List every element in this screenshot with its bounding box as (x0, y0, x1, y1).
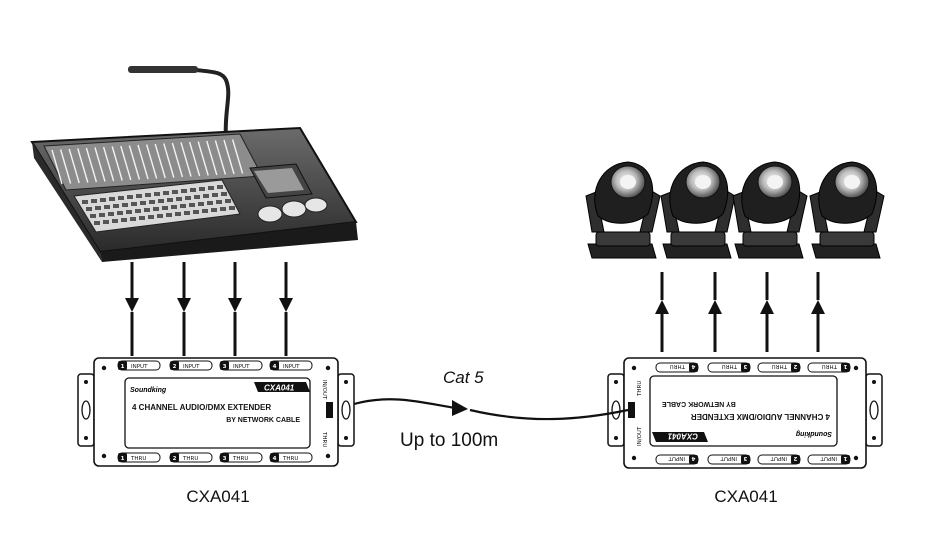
svg-text:2: 2 (793, 363, 797, 369)
moving-head-2 (660, 161, 736, 259)
svg-text:INPUT: INPUT (770, 455, 787, 461)
left-unit-title: 4 CHANNEL AUDIO/DMX EXTENDER (132, 403, 271, 412)
svg-text:INPUT: INPUT (820, 455, 837, 461)
left-unit-ear-left (77, 373, 95, 447)
svg-text:INPUT: INPUT (183, 364, 200, 370)
svg-text:THRU: THRU (232, 456, 248, 462)
left-unit-top-port-2: 2 INPUT (169, 360, 213, 371)
svg-text:2: 2 (793, 455, 797, 461)
left-unit-model: CXA041 (264, 384, 295, 393)
left-unit-bottom-port-4: 4 THRU (269, 452, 313, 463)
right-unit-ear-right (865, 373, 883, 447)
right-unit-top-port-2: 2 THRU (757, 362, 801, 373)
svg-text:INPUT: INPUT (668, 455, 685, 461)
right-unit-side-top-label: THRU (637, 381, 643, 397)
lighting-console-image (30, 66, 358, 262)
svg-text:4: 4 (273, 456, 277, 462)
cable-type-label: Cat 5 (443, 368, 484, 387)
output-arrow-1 (655, 272, 669, 352)
moving-head-fixtures (585, 161, 885, 259)
svg-text:3: 3 (223, 456, 227, 462)
cable-direction-arrow (452, 400, 468, 416)
right-unit-subtitle: BY NETWORK CABLE (662, 400, 736, 407)
svg-text:1: 1 (843, 363, 847, 369)
svg-text:THRU: THRU (130, 456, 146, 462)
left-unit-side-bottom-label: THRU (321, 431, 327, 447)
input-arrow-3 (228, 262, 242, 356)
svg-text:THRU: THRU (670, 363, 686, 369)
svg-text:THRU: THRU (182, 456, 198, 462)
cable-distance-label: Up to 100m (400, 430, 498, 451)
svg-text:INPUT: INPUT (233, 364, 250, 370)
moving-head-4 (809, 161, 885, 259)
left-unit-subtitle: BY NETWORK CABLE (226, 417, 300, 424)
left-unit-ear-right (337, 373, 355, 447)
svg-text:2: 2 (173, 456, 177, 462)
svg-text:3: 3 (743, 455, 747, 461)
left-unit-side-top-label: IN/OUT (321, 380, 327, 400)
left-unit-bottom-port-2: 2 THRU (169, 452, 213, 463)
svg-text:THRU: THRU (772, 363, 788, 369)
right-unit-title: 4 CHANNEL AUDIO/DMX EXTENDER (691, 412, 830, 421)
input-arrow-2 (177, 262, 191, 356)
svg-text:3: 3 (223, 364, 227, 370)
input-arrow-1 (125, 262, 139, 356)
svg-text:INPUT: INPUT (131, 364, 148, 370)
left-unit-top-port-4: 4 INPUT (269, 360, 313, 371)
svg-text:INPUT: INPUT (283, 364, 300, 370)
right-unit-side-bottom-label: IN/OUT (637, 426, 643, 446)
moving-head-1 (585, 161, 661, 259)
right-unit-bottom-port-4: 4 INPUT (655, 454, 699, 465)
svg-text:THRU: THRU (822, 363, 838, 369)
right-unit-bottom-port-1: 1 INPUT (807, 454, 851, 465)
right-unit-brand: Soundking (795, 430, 832, 437)
svg-text:1: 1 (843, 455, 847, 461)
left-unit-top-port-1: 1 INPUT (117, 360, 161, 371)
right-unit-bottom-port-2: 2 INPUT (757, 454, 801, 465)
svg-text:4: 4 (691, 363, 695, 369)
right-unit-ear-left (607, 373, 625, 447)
svg-text:4: 4 (273, 364, 277, 370)
left-unit-bottom-port-3: 3 THRU (219, 452, 263, 463)
left-unit-brand: Soundking (130, 387, 167, 394)
cat5-cable (353, 398, 629, 421)
svg-text:1: 1 (121, 456, 125, 462)
svg-text:THRU: THRU (282, 456, 298, 462)
left-unit-top-port-3: 3 INPUT (219, 360, 263, 371)
svg-text:THRU: THRU (722, 363, 738, 369)
svg-text:2: 2 (173, 364, 177, 370)
right-unit-model: CXA041 (667, 432, 698, 441)
output-arrow-2 (708, 272, 722, 352)
right-unit-top-port-1: 1 THRU (807, 362, 851, 373)
right-unit-network-port: THRU IN/OUT (628, 381, 643, 446)
signal-arrows (125, 262, 825, 356)
svg-text:INPUT: INPUT (720, 455, 737, 461)
left-unit-network-port: IN/OUT THRU (321, 380, 333, 447)
right-unit-top-port-4: 4 THRU (655, 362, 699, 373)
input-arrow-4 (279, 262, 293, 356)
right-unit-bottom-port-3: 3 INPUT (707, 454, 751, 465)
left-unit-bottom-port-1: 1 THRU (117, 452, 161, 463)
left-unit-caption: CXA041 (186, 487, 249, 506)
output-arrow-3 (760, 272, 774, 352)
svg-text:3: 3 (743, 363, 747, 369)
right-unit-caption: CXA041 (714, 487, 777, 506)
svg-text:1: 1 (121, 364, 125, 370)
right-unit-top-port-3: 3 THRU (707, 362, 751, 373)
svg-text:4: 4 (691, 455, 695, 461)
output-arrow-4 (811, 272, 825, 352)
moving-head-3 (732, 161, 808, 259)
